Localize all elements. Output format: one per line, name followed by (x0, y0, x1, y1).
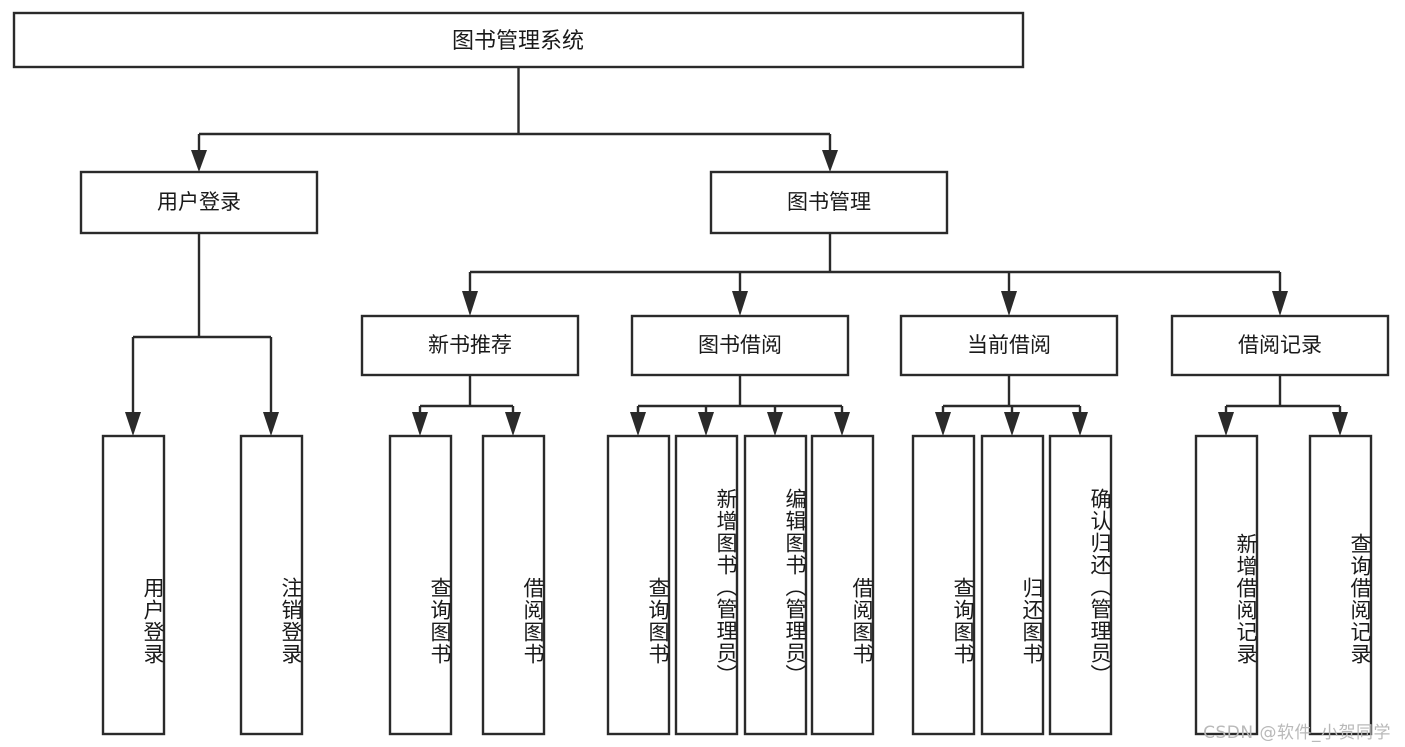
node-borrow-record[interactable]: 借阅记录 (1170, 314, 1390, 377)
node-leaf-query-book-3[interactable] (911, 434, 976, 736)
node-leaf-add-book[interactable] (674, 434, 739, 736)
node-root-label: 图书管理系统 (452, 29, 584, 54)
connector-userlogin-to-leaves (125, 233, 279, 436)
node-borrow-record-label: 借阅记录 (1238, 333, 1322, 357)
node-leaf-query-book-1[interactable] (388, 434, 453, 736)
node-book-management[interactable]: 图书管理 (709, 170, 949, 235)
node-leaf-borrow-book-2[interactable] (810, 434, 875, 736)
node-new-book-recommend-label: 新书推荐 (428, 333, 512, 357)
connector-borrowrecord-to-leaves (1218, 375, 1348, 436)
node-current-borrow[interactable]: 当前借阅 (899, 314, 1119, 377)
node-leaf-edit-book[interactable] (743, 434, 808, 736)
connector-root-to-level2 (191, 67, 838, 172)
node-leaf-confirm-return[interactable] (1048, 434, 1113, 736)
connector-bookmgmt-to-level3 (462, 233, 1288, 316)
connector-newbook-to-leaves (412, 375, 521, 436)
node-current-borrow-label: 当前借阅 (967, 333, 1051, 357)
node-new-book-recommend[interactable]: 新书推荐 (360, 314, 580, 377)
connector-bookborrow-to-leaves (630, 375, 850, 436)
node-leaf-return-book[interactable] (980, 434, 1045, 736)
node-user-login-label: 用户登录 (157, 190, 241, 214)
node-user-login[interactable]: 用户登录 (79, 170, 319, 235)
node-book-borrow-label: 图书借阅 (698, 333, 782, 357)
node-book-borrow[interactable]: 图书借阅 (630, 314, 850, 377)
node-leaf-query-record[interactable] (1308, 434, 1373, 736)
node-book-management-label: 图书管理 (787, 190, 871, 214)
watermark: CSDN @软件_小贺同学 (1203, 723, 1391, 743)
node-leaf-user-login[interactable] (101, 434, 166, 736)
node-leaf-add-record[interactable] (1194, 434, 1259, 736)
node-root[interactable]: 图书管理系统 (12, 11, 1025, 69)
node-leaf-borrow-book-1[interactable] (481, 434, 546, 736)
node-leaf-query-book-2[interactable] (606, 434, 671, 736)
node-leaf-logout-login[interactable] (239, 434, 304, 736)
connector-currentborrow-to-leaves (935, 375, 1088, 436)
